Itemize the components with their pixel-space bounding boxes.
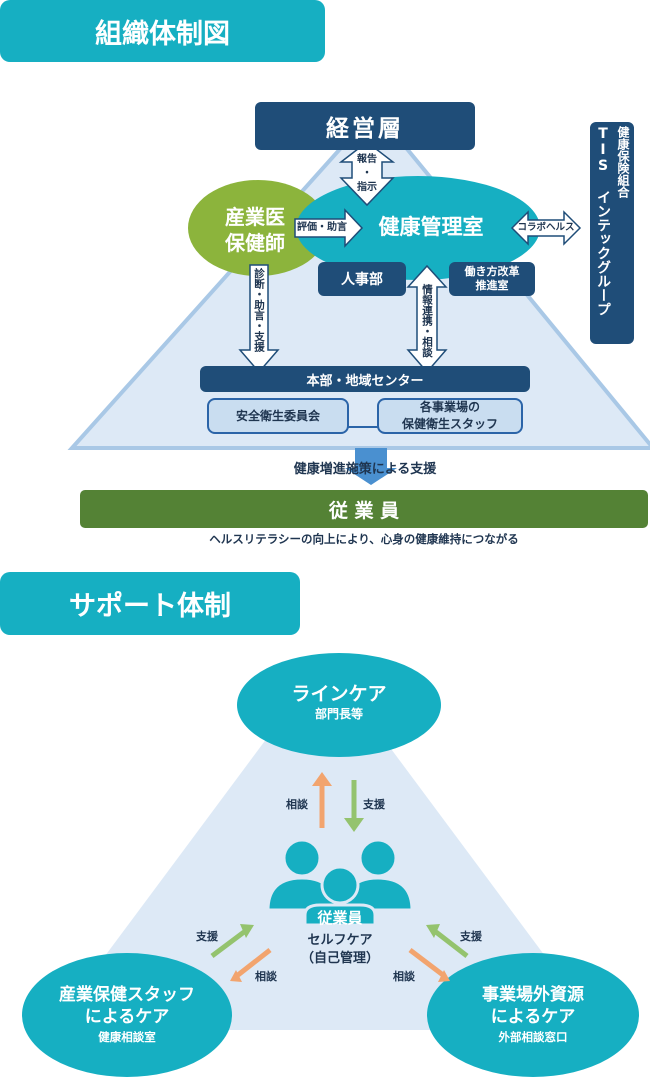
report-text: 報告 <box>357 154 377 165</box>
safety-committee-label: 安全衛生委員会 <box>235 408 320 423</box>
top-consult-text: 相談 <box>286 798 308 811</box>
support-down-arrow-icon <box>345 448 397 485</box>
org-chart-header: 組織体制図 <box>0 0 325 62</box>
tis-group-box: TIS インテックグループ 健康保険組合 <box>590 122 634 344</box>
hr-dept-label: 人事部 <box>341 272 383 288</box>
external-care-subtitle: 外部相談窓口 <box>498 1030 568 1044</box>
evaluation-text: 評価・助言 <box>297 222 347 233</box>
doctor-line-2: 保健師 <box>225 231 285 255</box>
site-staff-box: 各事業場の 保健衛生スタッフ <box>377 398 523 434</box>
instruction-text: 指示 <box>357 182 377 193</box>
report-arrow-label: 報告 ・ 指示 <box>352 153 382 195</box>
employee-badge: 従業員 <box>305 908 375 928</box>
top-consult-label: 相談 <box>286 796 308 812</box>
collab-arrow-label: コラボヘルス <box>514 221 578 235</box>
info-arrow-label: 情報連携・相談 <box>420 284 434 358</box>
work-reform-line-2: 推進室 <box>475 279 509 292</box>
right-support-text: 支援 <box>460 930 482 943</box>
org-chart-title: 組織体制図 <box>95 18 230 50</box>
doctor-label: 産業医 保健師 <box>205 204 305 256</box>
info-text: 情報連携・相談 <box>421 284 433 358</box>
collab-arrow-icon <box>510 210 582 246</box>
site-staff-line-2: 保健衛生スタッフ <box>401 417 498 431</box>
hr-dept-box: 人事部 <box>318 262 406 296</box>
external-care-line-2: によるケア <box>490 1007 576 1027</box>
health-office-oval <box>296 176 540 280</box>
management-label: 経営層 <box>326 116 404 142</box>
external-care-line-1: 事業場外資源 <box>482 985 584 1005</box>
doctor-oval <box>188 180 328 276</box>
left-consult-label: 相談 <box>255 968 277 984</box>
diagnosis-text: 診断・助言・支援 <box>253 268 265 352</box>
left-support-text: 支援 <box>196 930 218 943</box>
tis-group-title: TIS インテックグループ <box>595 126 611 316</box>
doctor-line-1: 産業医 <box>225 205 285 229</box>
regional-center-label: 本部・地域センター <box>306 373 424 389</box>
health-promotion-label: 健康増進施策による支援 <box>200 458 530 477</box>
health-office-label: 健康管理室 <box>366 213 496 241</box>
management-box: 経営層 <box>255 102 475 150</box>
top-support-arrow-icon <box>344 780 364 832</box>
tis-group-subtitle: 健康保険組合 <box>616 126 630 198</box>
evaluation-arrow-label: 評価・助言 <box>296 221 348 235</box>
right-consult-label: 相談 <box>393 968 415 984</box>
top-consult-arrow-icon <box>312 772 332 828</box>
external-care-label: 事業場外資源 によるケア 外部相談窓口 <box>433 984 633 1046</box>
employees-caption-text: ヘルスリテラシーの向上により、心身の健康維持につながる <box>209 532 519 546</box>
left-support-arrow-icon <box>210 924 254 958</box>
staff-care-label: 産業保健スタッフ によるケア 健康相談室 <box>27 984 227 1046</box>
top-support-text: 支援 <box>363 798 385 811</box>
work-reform-line-1: 働き方改革 <box>464 265 520 278</box>
employees-caption: ヘルスリテラシーの向上により、心身の健康維持につながる <box>80 531 648 547</box>
employee-badge-text: 従業員 <box>317 909 363 927</box>
self-care-line-1: セルフケア <box>307 933 373 948</box>
health-office-text: 健康管理室 <box>378 215 484 239</box>
safety-committee-box: 安全衛生委員会 <box>207 398 349 434</box>
evaluation-arrow-icon <box>294 208 364 248</box>
right-consult-text: 相談 <box>393 970 415 983</box>
staff-care-line-2: によるケア <box>84 1007 170 1027</box>
employees-label: 従 業 員 <box>328 499 400 522</box>
line-care-label: ラインケア 部門長等 <box>237 682 441 722</box>
self-care-line-2: （自己管理） <box>300 951 379 966</box>
report-arrow-icon <box>338 141 396 207</box>
health-promotion-text: 健康増進施策による支援 <box>293 462 437 477</box>
self-care-label: セルフケア （自己管理） <box>290 932 390 968</box>
support-system-title: サポート体制 <box>69 591 231 622</box>
right-support-label: 支援 <box>460 928 482 944</box>
site-staff-line-1: 各事業場の <box>419 400 480 414</box>
line-care-title: ラインケア <box>291 683 387 705</box>
employees-bar: 従 業 員 <box>80 490 648 528</box>
right-consult-arrow-icon <box>408 948 450 982</box>
left-support-label: 支援 <box>196 928 218 944</box>
top-support-label: 支援 <box>363 796 385 812</box>
work-reform-box: 働き方改革 推進室 <box>449 262 535 296</box>
staff-care-line-1: 産業保健スタッフ <box>59 985 195 1005</box>
dot-text: ・ <box>362 168 372 179</box>
staff-care-subtitle: 健康相談室 <box>98 1030 156 1044</box>
diagnosis-arrow-label: 診断・助言・支援 <box>252 268 266 352</box>
collab-text: コラボヘルス <box>517 222 575 233</box>
regional-center-box: 本部・地域センター <box>200 366 530 392</box>
line-care-subtitle: 部門長等 <box>314 707 363 721</box>
left-consult-text: 相談 <box>255 970 277 983</box>
diagnosis-arrow-icon <box>238 264 280 374</box>
support-system-header: サポート体制 <box>0 572 300 635</box>
